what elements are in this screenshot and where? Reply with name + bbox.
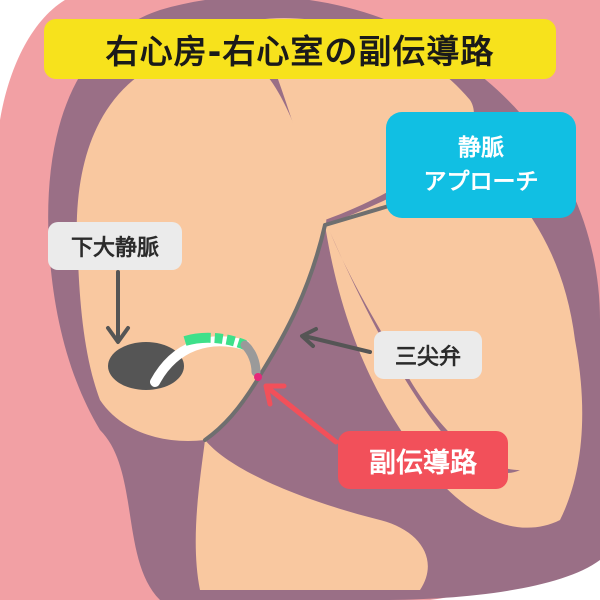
ivc-label: 下大静脈 <box>48 222 182 270</box>
ivc-opening <box>108 342 184 390</box>
approach-line-1: 静脈 <box>458 134 504 161</box>
tricuspid-label: 三尖弁 <box>374 331 482 379</box>
page-title: 右心房-右心室の副伝導路 <box>44 19 556 79</box>
pathway-point <box>254 373 262 381</box>
arrow-tricuspid <box>300 327 372 354</box>
pathway-label: 副伝導路 <box>338 431 508 489</box>
approach-callout: 静脈 アプローチ <box>386 112 576 218</box>
arrow-pathway <box>263 383 339 445</box>
arrow-ivc <box>106 270 130 344</box>
catheter-end <box>240 340 261 377</box>
av-boundary-line <box>203 203 394 442</box>
catheter-tip <box>183 332 247 350</box>
approach-line-2: アプローチ <box>423 169 539 195</box>
lower-chamber <box>195 440 428 590</box>
